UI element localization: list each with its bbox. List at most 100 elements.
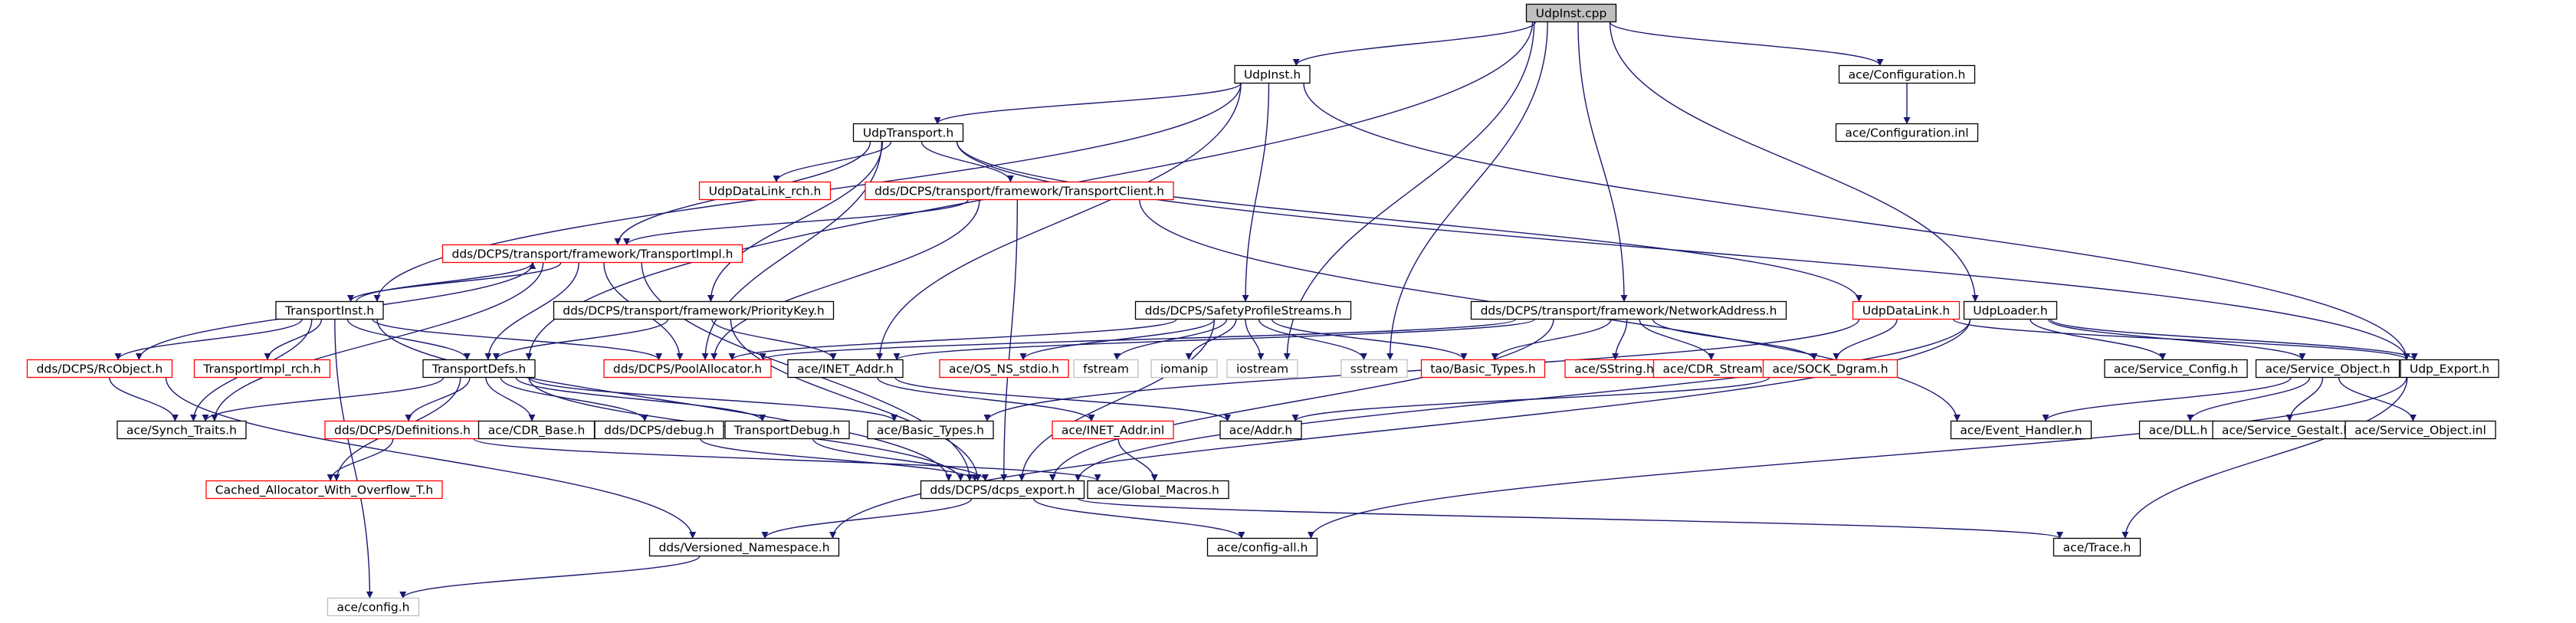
node-box xyxy=(867,420,994,440)
node-box xyxy=(193,359,331,379)
node-box xyxy=(724,420,850,440)
edge-transportinst-h-to-transportdefs-h xyxy=(346,319,471,360)
node-ace-dll-h[interactable]: ace/DLL.h xyxy=(2138,420,2218,440)
edge-transportimpl-h-to-transportinst-h xyxy=(347,262,562,302)
node-dds-definitions-h[interactable]: dds/DCPS/Definitions.h xyxy=(324,420,481,440)
node-ace-configuration-h[interactable]: ace/Configuration.h xyxy=(1838,64,1976,84)
node-label: UdpDataLink_rch.h xyxy=(709,185,822,199)
node-box xyxy=(2104,359,2248,379)
node-udpinst-cpp[interactable]: UdpInst.cpp xyxy=(1525,3,1617,23)
node-prioritykey-h[interactable]: dds/DCPS/transport/framework/PriorityKey… xyxy=(553,300,835,320)
node-cached-allocator-h[interactable]: Cached_Allocator_With_Overflow_T.h xyxy=(205,480,443,500)
node-ace-sstring-h[interactable]: ace/SString.h xyxy=(1564,359,1664,379)
node-box xyxy=(553,300,835,320)
node-label: TransportDefs.h xyxy=(432,362,527,376)
edge-udploader-h-to-versioned-namespace-h xyxy=(829,319,1971,539)
edge-transportinst-h-to-rcobject-h xyxy=(114,319,303,360)
node-label: dds/DCPS/transport/framework/NetworkAddr… xyxy=(1481,304,1777,318)
edge-transportimpl-h-to-ace-synch-traits-h xyxy=(211,262,544,421)
node-udpdatalink-h[interactable]: UdpDataLink.h xyxy=(1852,300,1961,320)
node-box xyxy=(852,123,964,143)
edge-transportclient-h-to-transportimpl-h xyxy=(623,199,969,245)
node-label: ace/Event_Handler.h xyxy=(1960,424,2082,438)
node-ace-cdr-stream-h[interactable]: ace/CDR_Stream.h xyxy=(1652,359,1784,379)
edge-ace-inet-addr-h-to-ace-addr-h xyxy=(894,377,1231,421)
node-sstream[interactable]: sstream xyxy=(1341,359,1408,379)
node-ace-trace-h[interactable]: ace/Trace.h xyxy=(2053,537,2141,557)
node-iostream[interactable]: iostream xyxy=(1226,359,1298,379)
node-ace-service-gestalt-h[interactable]: ace/Service_Gestalt.h xyxy=(2212,420,2361,440)
node-box xyxy=(1226,359,1298,379)
node-box xyxy=(1219,420,1302,440)
node-ace-sock-dgram-h[interactable]: ace/SOCK_Dgram.h xyxy=(1762,359,1898,379)
node-label: iostream xyxy=(1236,362,1288,376)
node-box xyxy=(2053,537,2141,557)
node-ace-inet-addr-h[interactable]: ace/INET_Addr.h xyxy=(787,359,904,379)
node-box xyxy=(1134,300,1352,320)
node-safetyprofilestreams-h[interactable]: dds/DCPS/SafetyProfileStreams.h xyxy=(1134,300,1352,320)
node-ace-synch-traits-h[interactable]: ace/Synch_Traits.h xyxy=(116,420,247,440)
node-ace-config-all-h[interactable]: ace/config-all.h xyxy=(1206,537,1318,557)
edge-networkaddress-h-to-ace-cdr-stream-h xyxy=(1639,319,1715,360)
node-transportdefs-h[interactable]: TransportDefs.h xyxy=(422,359,536,379)
node-label: ace/SString.h xyxy=(1574,362,1654,376)
node-transportdebug-h[interactable]: TransportDebug.h xyxy=(724,420,850,440)
node-ace-config-h[interactable]: ace/config.h xyxy=(327,597,420,617)
node-box xyxy=(1835,123,1979,143)
node-label: Cached_Allocator_With_Overflow_T.h xyxy=(215,484,433,498)
edge-rcobject-h-to-ace-synch-traits-h xyxy=(109,377,179,421)
node-rcobject-h[interactable]: dds/DCPS/RcObject.h xyxy=(26,359,173,379)
node-ace-os-ns-stdio-h[interactable]: ace/OS_NS_stdio.h xyxy=(939,359,1069,379)
node-udpdatalink-rch-h[interactable]: UdpDataLink_rch.h xyxy=(698,181,832,201)
node-label: ace/Service_Gestalt.h xyxy=(2222,424,2351,438)
edge-networkaddress-h-to-ace-sstring-h xyxy=(1612,319,1628,360)
edge-safetyprofilestreams-h-to-poolallocator-h xyxy=(728,318,1177,361)
node-label: dds/DCPS/Definitions.h xyxy=(334,424,471,438)
node-box xyxy=(1234,64,1311,84)
node-udp-export-h[interactable]: Udp_Export.h xyxy=(2400,359,2499,379)
edge-udploader-h-to-ace-service-object-h xyxy=(2047,319,2306,360)
edge-transportimpl-h-to-transportdefs-h xyxy=(484,262,579,360)
node-udploader-h[interactable]: UdpLoader.h xyxy=(1963,300,2058,320)
node-transportimpl-h[interactable]: dds/DCPS/transport/framework/TransportIm… xyxy=(441,244,743,264)
node-box xyxy=(787,359,904,379)
node-ace-addr-h[interactable]: ace/Addr.h xyxy=(1219,420,1302,440)
node-networkaddress-h[interactable]: dds/DCPS/transport/framework/NetworkAddr… xyxy=(1470,300,1787,320)
node-dcps-export-h[interactable]: dds/DCPS/dcps_export.h xyxy=(920,480,1085,500)
edge-transportdefs-h-to-dds-debug-h xyxy=(500,377,648,421)
node-ace-service-object-h[interactable]: ace/Service_Object.h xyxy=(2255,359,2400,379)
node-box xyxy=(1762,359,1898,379)
node-ace-configuration-inl[interactable]: ace/Configuration.inl xyxy=(1835,123,1979,143)
node-ace-basic-types-h[interactable]: ace/Basic_Types.h xyxy=(867,420,994,440)
node-label: dds/DCPS/transport/framework/PriorityKey… xyxy=(563,304,824,318)
node-box xyxy=(26,359,173,379)
node-label: ace/Service_Object.h xyxy=(2265,362,2390,377)
node-ace-service-object-inl[interactable]: ace/Service_Object.inl xyxy=(2345,420,2496,440)
node-dds-debug-h[interactable]: dds/DCPS/debug.h xyxy=(594,420,724,440)
node-versioned-namespace-h[interactable]: dds/Versioned_Namespace.h xyxy=(648,537,840,557)
node-poolallocator-h[interactable]: dds/DCPS/PoolAllocator.h xyxy=(603,359,772,379)
node-tao-basic-types-h[interactable]: tao/Basic_Types.h xyxy=(1420,359,1546,379)
node-fstream[interactable]: fstream xyxy=(1073,359,1139,379)
node-udpinst-h[interactable]: UdpInst.h xyxy=(1234,64,1311,84)
edge-udpinst-cpp-to-udploader-h xyxy=(1609,21,1979,302)
node-label: ace/Configuration.inl xyxy=(1845,126,1968,140)
node-iomanip[interactable]: iomanip xyxy=(1150,359,1218,379)
node-transportimpl-rch-h[interactable]: TransportImpl_rch.h xyxy=(193,359,331,379)
edge-networkaddress-h-to-ace-inet-addr-h xyxy=(893,318,1536,361)
node-ace-event-handler-h[interactable]: ace/Event_Handler.h xyxy=(1950,420,2092,440)
node-udptransport-h[interactable]: UdpTransport.h xyxy=(852,123,964,143)
node-label: ace/Global_Macros.h xyxy=(1097,484,1219,498)
node-ace-cdr-base-h[interactable]: ace/CDR_Base.h xyxy=(477,420,596,440)
node-ace-inet-addr-inl[interactable]: ace/INET_Addr.inl xyxy=(1052,420,1174,440)
edge-rcobject-h-to-versioned-namespace-h xyxy=(165,377,697,539)
node-ace-service-config-h[interactable]: ace/Service_Config.h xyxy=(2104,359,2248,379)
node-transportinst-h[interactable]: TransportInst.h xyxy=(275,300,384,320)
node-label: ace/OS_NS_stdio.h xyxy=(949,362,1059,377)
node-transportclient-h[interactable]: dds/DCPS/transport/framework/TransportCl… xyxy=(865,181,1174,201)
node-ace-global-macros-h[interactable]: ace/Global_Macros.h xyxy=(1087,480,1229,500)
node-label: ace/Service_Object.inl xyxy=(2354,424,2486,438)
edge-udpdatalink-h-to-ace-sock-dgram-h xyxy=(1833,319,1898,360)
